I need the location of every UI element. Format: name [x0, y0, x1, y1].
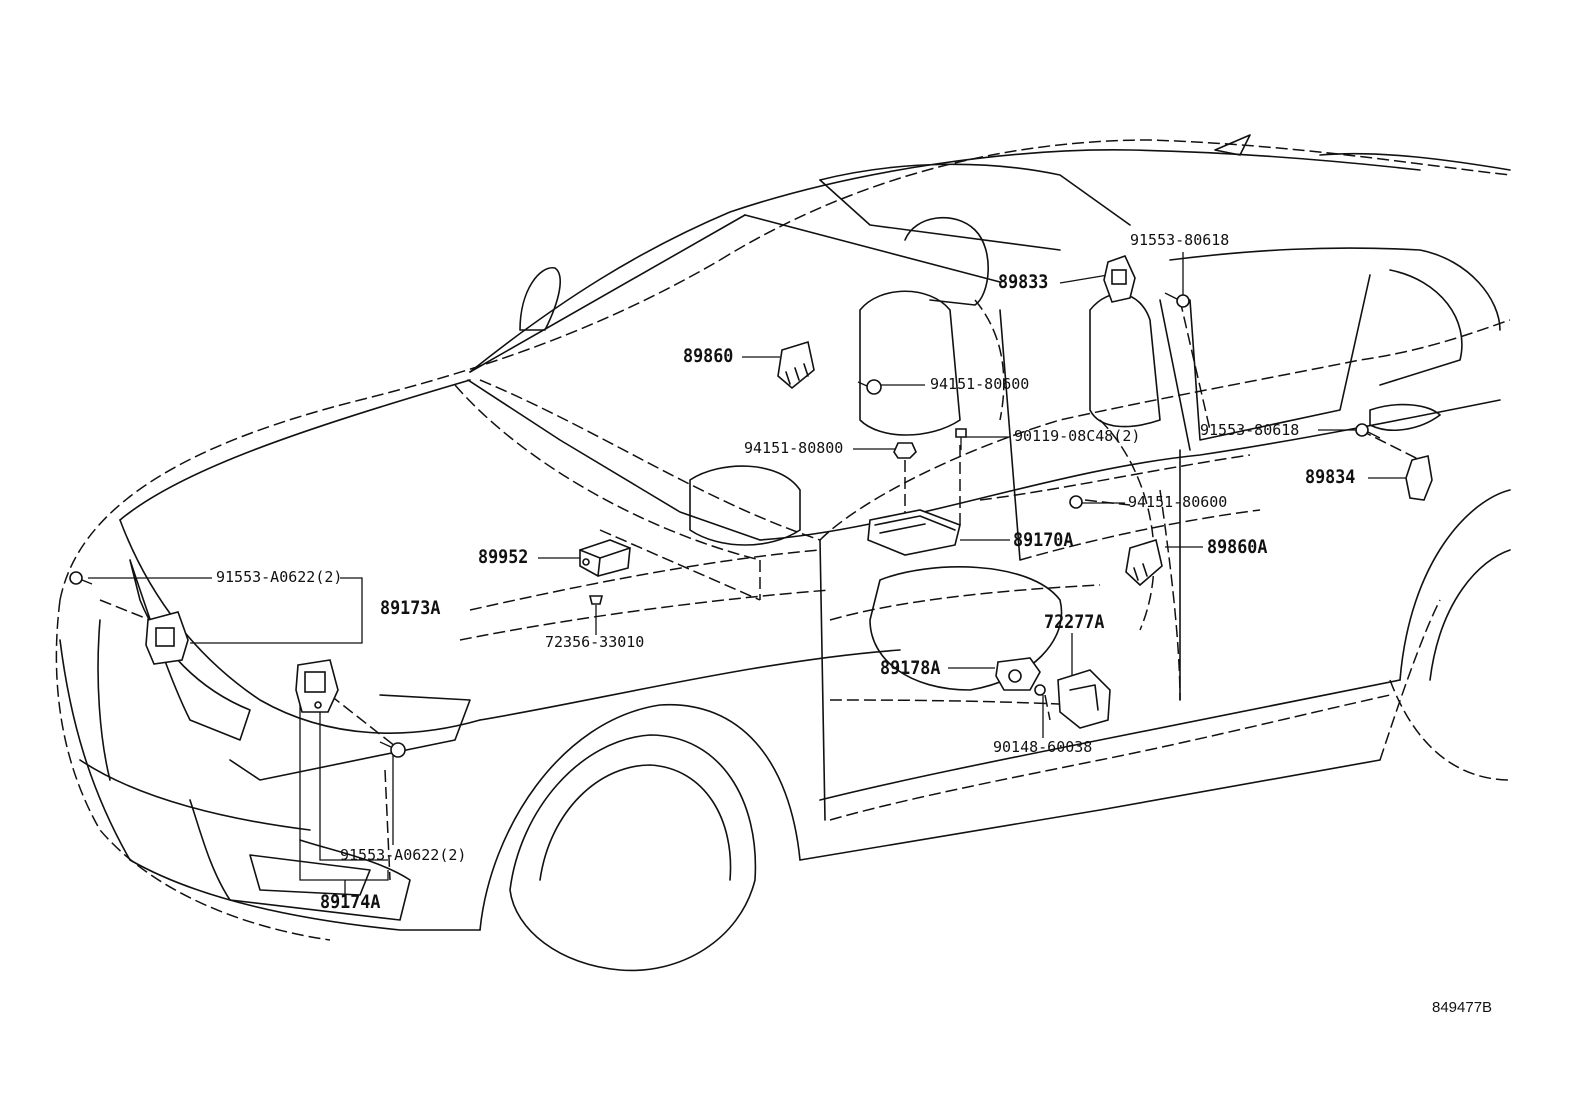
- bolt-94151-80600-a: [857, 379, 882, 395]
- label-89834: 89834: [1305, 466, 1356, 488]
- sensor-89834: [1405, 455, 1433, 501]
- bolt-90148-60038: [1034, 684, 1046, 696]
- label-89833: 89833: [998, 271, 1049, 293]
- parts: [69, 255, 1433, 758]
- car-body-outline: [59, 134, 1511, 972]
- label-89952: 89952: [478, 546, 529, 568]
- receiver-89952: [579, 539, 631, 577]
- label-89174a: 89174A: [320, 891, 381, 913]
- label-90148-60038: 90148-60038: [993, 738, 1093, 756]
- sensor-89860: [777, 340, 815, 390]
- bolt-94151-80600-b: [1069, 495, 1083, 509]
- sensor-89174a: [295, 659, 339, 713]
- label-89173a: 89173A: [380, 597, 441, 619]
- label-91553-a0622-top: 91553-A0622(2): [216, 568, 343, 586]
- module-89170a: [867, 509, 961, 556]
- nut-94151-80800: [893, 442, 917, 459]
- label-91553-a0622-bottom: 91553-A0622(2): [340, 846, 467, 864]
- bracket-72277a: [1057, 669, 1111, 729]
- label-89860: 89860: [683, 345, 734, 367]
- label-89860a: 89860A: [1207, 536, 1268, 558]
- label-91553-80618-right: 91553-80618: [1200, 421, 1300, 439]
- bolt-91553-a0622-bottom: [379, 741, 406, 758]
- sensor-89178a: [995, 657, 1041, 691]
- label-94151-80800: 94151-80800: [744, 439, 844, 457]
- bolt-91553-a0622-top: [69, 571, 93, 585]
- bolt-91553-80618-right: [1355, 423, 1381, 439]
- label-90119-08c48: 90119-08C48(2): [1014, 427, 1141, 445]
- clip-72356-33010: [588, 595, 604, 605]
- leader-lines: [88, 252, 1410, 895]
- label-89178a: 89178A: [880, 657, 941, 679]
- diagram-id: 849477B: [1432, 999, 1493, 1016]
- sensor-89173a: [145, 611, 189, 665]
- label-91553-80618-top: 91553-80618: [1130, 231, 1230, 249]
- label-72356-33010: 72356-33010: [545, 633, 645, 651]
- label-94151-80600-b: 94151-80600: [1128, 493, 1228, 511]
- bolt-91553-80618-top: [1164, 292, 1190, 308]
- bolt-90119-08c48: [955, 428, 967, 450]
- label-94151-80600-a: 94151-80600: [930, 375, 1030, 393]
- label-72277a: 72277A: [1044, 611, 1105, 633]
- phantom-lines: [55, 139, 1511, 941]
- sensor-89860a: [1125, 538, 1163, 587]
- label-89170a: 89170A: [1013, 529, 1074, 551]
- sensor-89833: [1103, 255, 1136, 303]
